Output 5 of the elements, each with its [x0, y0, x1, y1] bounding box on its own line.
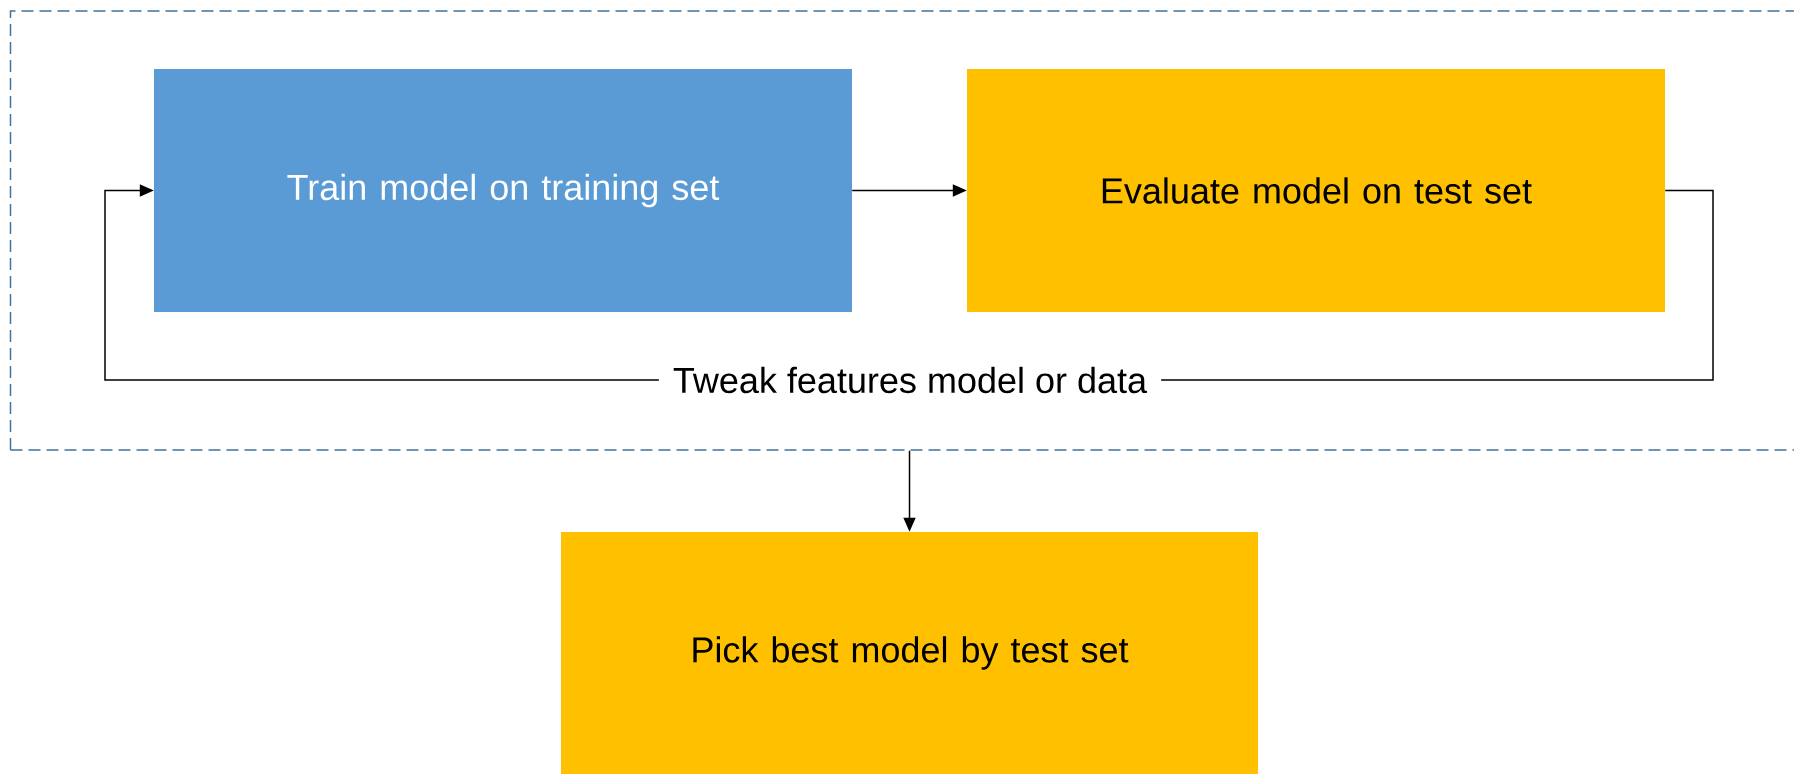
result-box: Pick best model by test set	[561, 532, 1258, 774]
dashed-group-box	[9, 10, 1794, 451]
process-box: Evaluate model on test set	[967, 69, 1665, 312]
process-box: Train model on training set	[154, 69, 852, 312]
edge-label: Tweak features model or data	[658, 362, 1162, 398]
